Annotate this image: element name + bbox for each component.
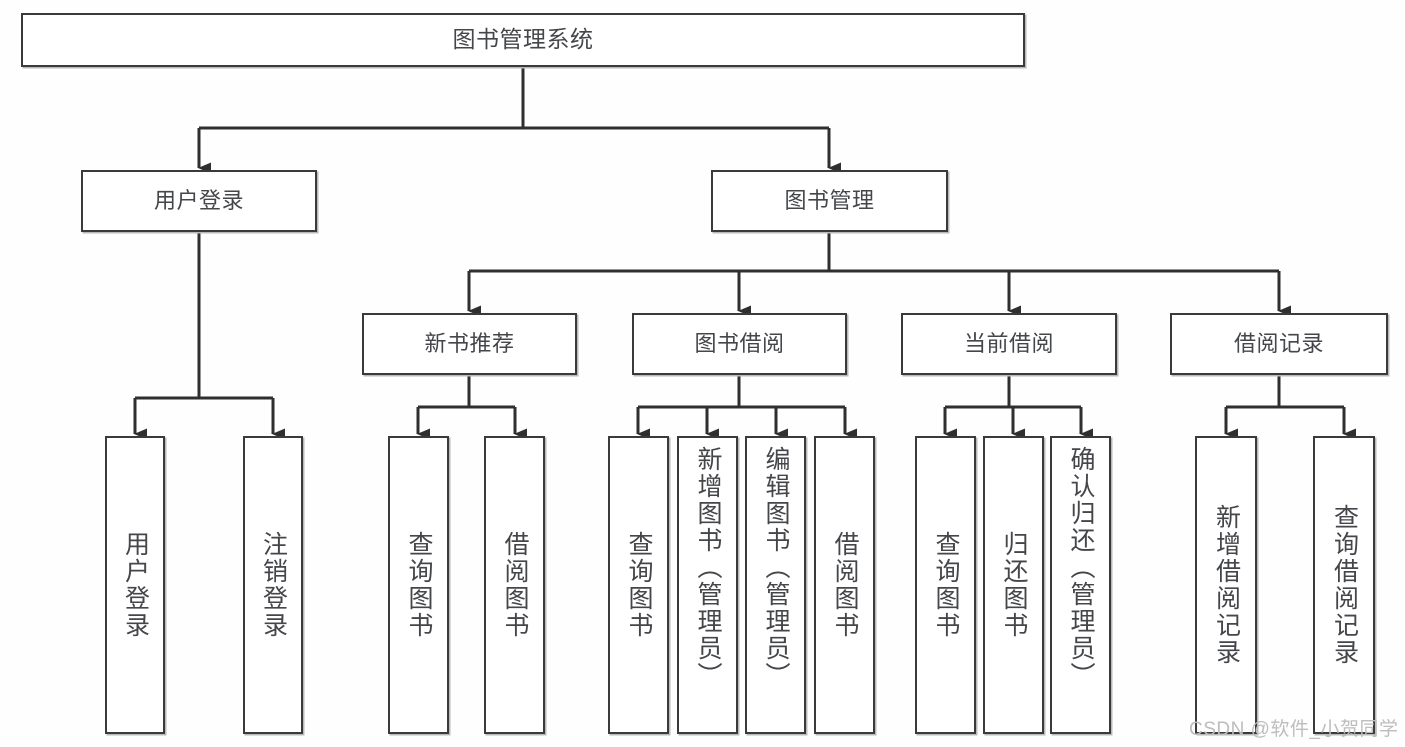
node-book-borrow[interactable]: 图书借阅 [632,313,847,375]
node-book-borrow-label: 图书借阅 [694,330,785,356]
node-book-management-label: 图书管理 [784,187,875,213]
node-book-management[interactable]: 图书管理 [711,170,948,232]
leaf-query-book-1[interactable]: 查询图书 [388,436,449,734]
leaf-query-borrow-record[interactable]: 查询借阅记录 [1313,436,1375,734]
leaf-logout-label: 注销登录 [259,531,288,639]
csdn-watermark: CSDN @软件_小贺同学 [1189,719,1399,740]
node-current-borrow[interactable]: 当前借阅 [901,313,1117,375]
node-borrow-record[interactable]: 借阅记录 [1170,313,1388,375]
leaf-confirm-return-label: 确认归还（管理员） [1067,446,1095,689]
leaf-return-book-label: 归还图书 [1000,531,1028,639]
node-root-label: 图书管理系统 [452,26,594,53]
leaf-edit-book-label: 编辑图书（管理员） [762,446,790,689]
node-new-book-recommendation-label: 新书推荐 [424,330,515,356]
leaf-query-book-2[interactable]: 查询图书 [608,436,669,734]
leaf-query-book-3-label: 查询图书 [932,531,960,639]
leaf-add-borrow-record[interactable]: 新增借阅记录 [1195,436,1257,734]
leaf-return-book[interactable]: 归还图书 [983,436,1044,734]
leaf-query-book-1-label: 查询图书 [405,531,433,639]
leaf-add-book-label: 新增图书（管理员） [694,446,722,689]
leaf-query-book-2-label: 查询图书 [625,531,653,639]
leaf-confirm-return[interactable]: 确认归还（管理员） [1050,436,1111,734]
leaf-borrow-book-1[interactable]: 借阅图书 [484,436,545,734]
leaf-logout[interactable]: 注销登录 [243,436,303,734]
leaf-borrow-book-2-label: 借阅图书 [831,531,859,639]
node-current-borrow-label: 当前借阅 [963,330,1054,356]
leaf-user-login[interactable]: 用户登录 [105,436,165,734]
leaf-add-book[interactable]: 新增图书（管理员） [677,436,738,734]
leaf-add-borrow-record-label: 新增借阅记录 [1212,504,1241,666]
leaf-borrow-book-1-label: 借阅图书 [501,531,529,639]
leaf-edit-book[interactable]: 编辑图书（管理员） [745,436,806,734]
node-borrow-record-label: 借阅记录 [1233,330,1324,356]
leaf-query-book-3[interactable]: 查询图书 [915,436,976,734]
leaf-borrow-book-2[interactable]: 借阅图书 [814,436,875,734]
node-user-login-label: 用户登录 [153,187,244,213]
leaf-query-borrow-record-label: 查询借阅记录 [1330,504,1359,666]
leaf-user-login-label: 用户登录 [121,531,150,639]
node-new-book-recommendation[interactable]: 新书推荐 [362,313,577,375]
node-root[interactable]: 图书管理系统 [21,13,1025,67]
node-user-login[interactable]: 用户登录 [81,170,317,232]
